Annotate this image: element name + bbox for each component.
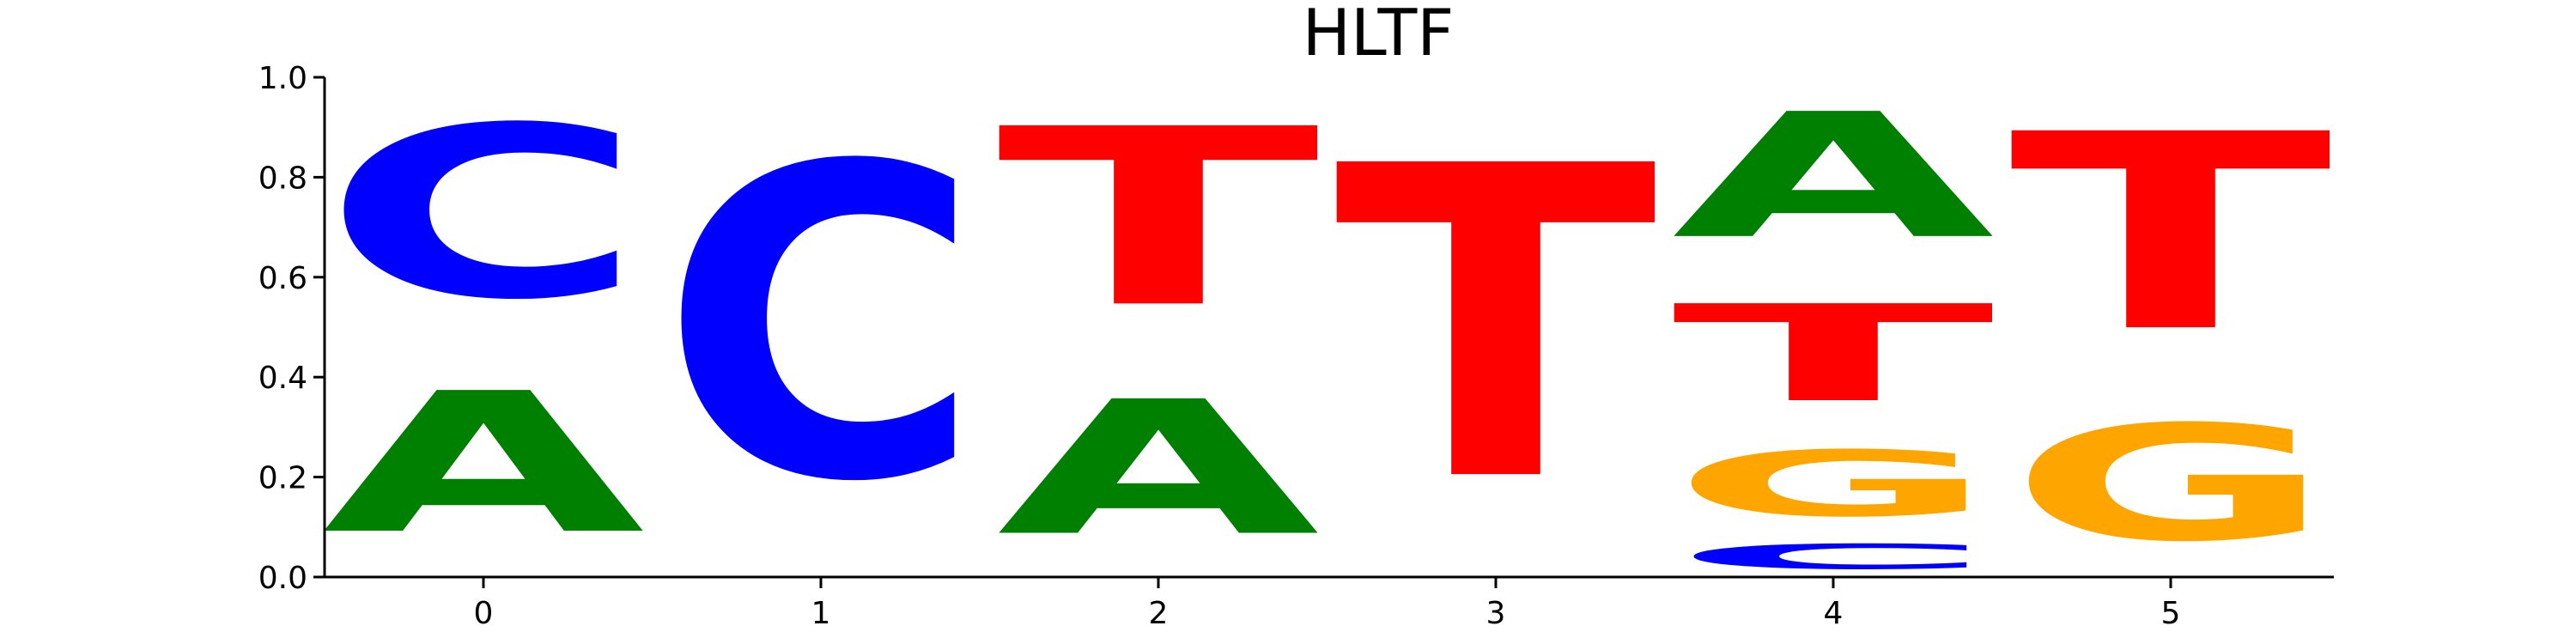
logo-letter-T-pos-3: T bbox=[1334, 77, 1660, 576]
x-tick-label: 1 bbox=[811, 596, 831, 631]
y-tick-label: 1.0 bbox=[258, 61, 307, 96]
logo-letter-A-pos-2: A bbox=[997, 361, 1323, 577]
logo-letter-G-pos-4: G bbox=[1672, 432, 1995, 537]
logo-letter-A-pos-4: A bbox=[1672, 76, 1998, 276]
y-tick-label: 0.6 bbox=[258, 261, 307, 296]
logo-letter-T-pos-2: T bbox=[997, 77, 1322, 361]
logo-letter-A-pos-0: A bbox=[322, 352, 648, 576]
axes: 0.0 0.2 0.4 0.6 0.8 1.0 0 1 2 3 4 5 bbox=[258, 61, 2334, 631]
y-tick-label: 0.0 bbox=[258, 561, 307, 596]
y-tick-label: 0.2 bbox=[258, 461, 307, 496]
logo-letter-T-pos-5: T bbox=[2009, 76, 2335, 392]
logo-letter-C-pos-4: C bbox=[1672, 537, 1995, 577]
x-tick-label: 0 bbox=[474, 596, 494, 631]
logo-letter-T-pos-4: T bbox=[1672, 277, 1997, 432]
chart-title: HLTF bbox=[1303, 0, 1455, 70]
x-tick-label: 3 bbox=[1486, 596, 1506, 631]
x-tick-label: 4 bbox=[1824, 596, 1844, 631]
y-tick-label: 0.4 bbox=[258, 361, 307, 396]
logo-letter-C-pos-0: C bbox=[322, 76, 645, 351]
x-tick-label: 5 bbox=[2161, 596, 2181, 631]
logo-letter-C-pos-1: C bbox=[659, 76, 982, 576]
y-tick-label: 0.8 bbox=[258, 161, 307, 196]
x-tick-label: 2 bbox=[1149, 596, 1169, 631]
logo-letter-G-pos-5: G bbox=[2009, 392, 2332, 577]
